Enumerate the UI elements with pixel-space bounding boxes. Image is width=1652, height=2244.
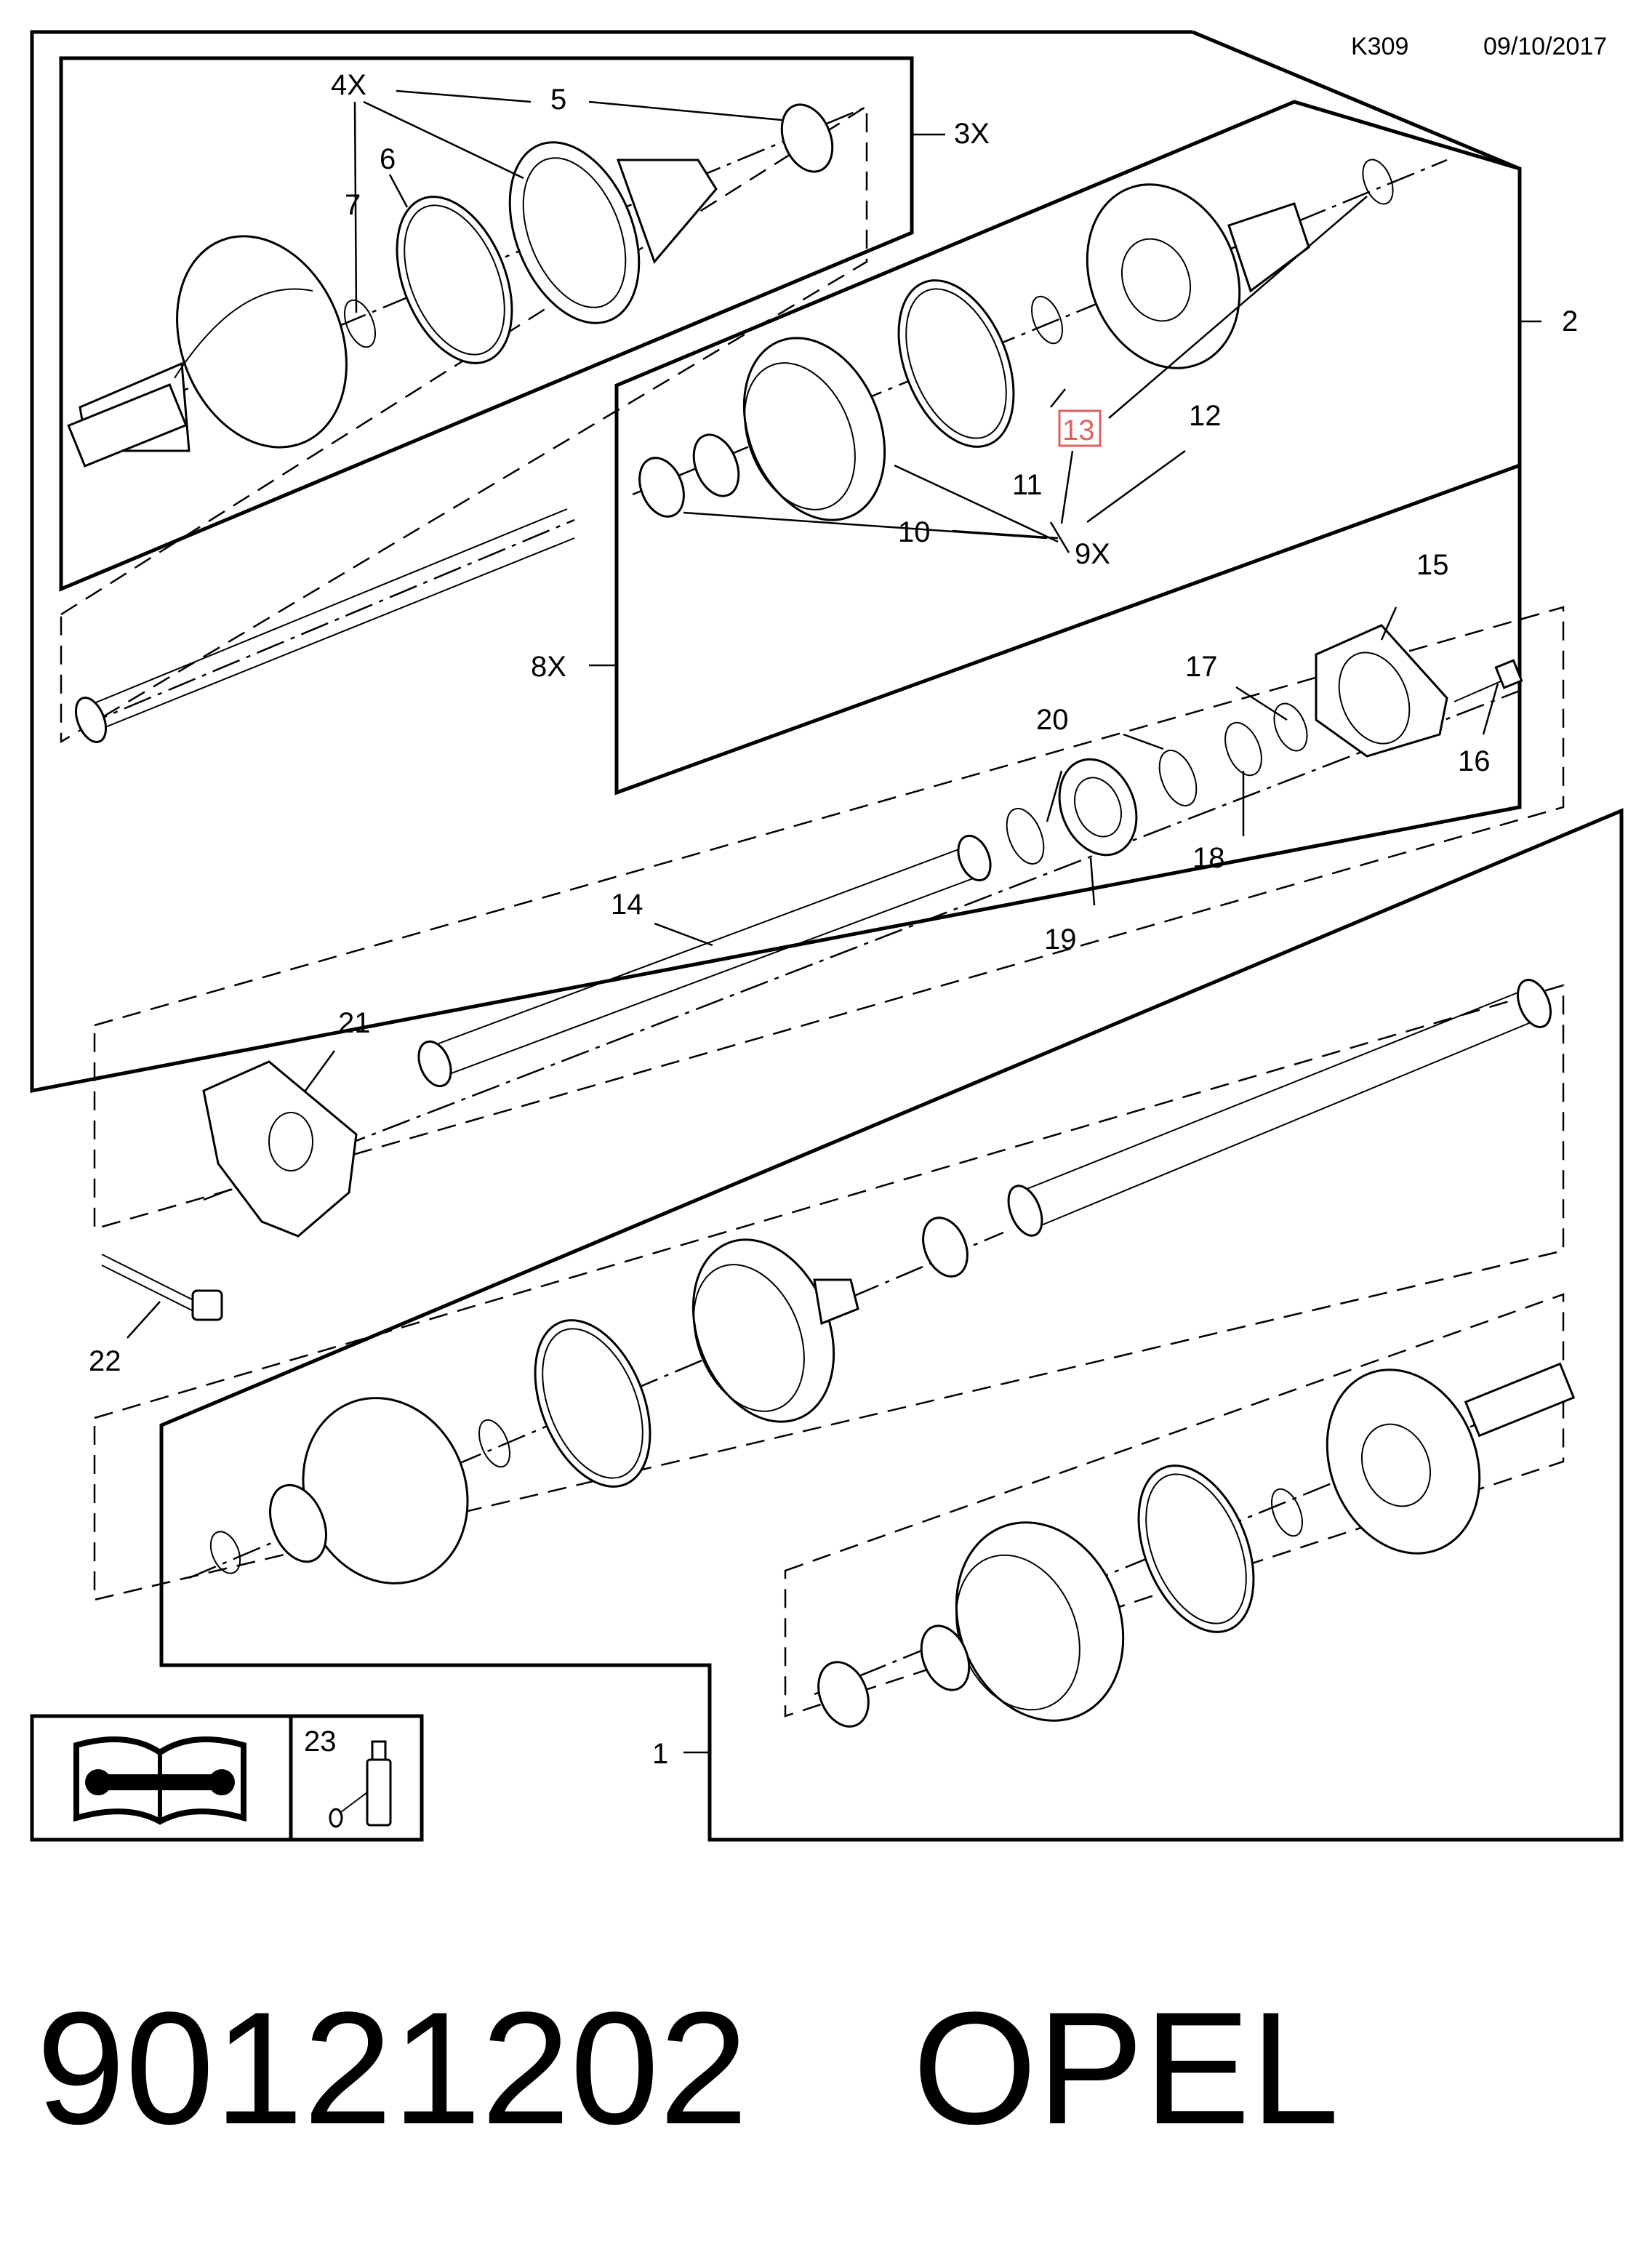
callout-13: 13	[1062, 414, 1095, 446]
callout-6: 6	[380, 143, 396, 175]
outer-cv-joint-lower	[1326, 1362, 1576, 1555]
clamp-lower-right-small	[817, 1661, 870, 1728]
circlip-lower-left	[478, 1419, 510, 1468]
inner-joint-lower	[269, 1397, 469, 1584]
kit-3x-box	[59, 56, 914, 592]
boot-8x	[692, 337, 886, 521]
clamp-6	[396, 196, 513, 364]
part-number: 90121202	[36, 1979, 748, 2157]
callout-17: 17	[1185, 651, 1218, 683]
callout-16: 16	[1458, 745, 1491, 777]
assembly-1-outline	[159, 808, 1624, 1842]
bearing-19	[1058, 758, 1138, 857]
clamp-lower-large	[534, 1319, 651, 1488]
circlip-lower-right	[1271, 1488, 1303, 1537]
callout-4x: 4X	[331, 69, 366, 101]
callout-7: 7	[345, 189, 361, 221]
callout-15: 15	[1416, 549, 1449, 581]
callout-20: 20	[1036, 704, 1069, 736]
boot-lower-left	[691, 1238, 859, 1423]
diagram-date: 09/10/2017	[1483, 33, 1607, 60]
subassembly-dashed-middle	[93, 606, 1565, 1230]
boot-upper	[508, 141, 718, 324]
callout-22: 22	[89, 1345, 121, 1377]
callout-11: 11	[1012, 469, 1043, 501]
callout-18: 18	[1192, 842, 1225, 874]
subassembly-dashed-shaft	[93, 984, 1565, 1601]
clamp-lower-small	[922, 1217, 969, 1278]
bracket-21	[202, 1060, 358, 1238]
boot-lower-right	[920, 1521, 1125, 1722]
circlip-20	[1006, 808, 1045, 865]
subassembly-dashed-upper	[60, 104, 868, 744]
shaft-lower	[1007, 979, 1552, 1237]
axis-middle	[203, 689, 1520, 1201]
highlight-callout-13	[1058, 409, 1102, 447]
callout-12: 12	[1189, 400, 1222, 432]
repair-manual-icon	[73, 1736, 246, 1825]
callout-9x: 9X	[1075, 538, 1110, 570]
circlip-13	[1031, 295, 1063, 345]
outer-cv-joint-upper	[67, 235, 348, 468]
callout-10: 10	[898, 516, 931, 548]
callout-3x: 3X	[954, 118, 990, 150]
diagram-code: K309	[1351, 33, 1408, 60]
ring-17	[1273, 702, 1308, 752]
brand-name: OPEL	[913, 1979, 1339, 2157]
bolt-16	[1453, 659, 1523, 702]
ring-18	[1224, 721, 1262, 777]
kit-8x-box	[614, 100, 1522, 796]
intermediate-shaft-upper	[74, 508, 575, 743]
bolt-22	[101, 1254, 223, 1321]
clamp-11	[897, 279, 1015, 448]
callout-8x: 8X	[531, 651, 566, 683]
leader-lines	[127, 89, 1541, 1754]
circlip-lower-end	[209, 1531, 241, 1574]
callout-19: 19	[1044, 923, 1077, 955]
inner-cv-joint-8x	[1086, 183, 1310, 369]
circlip-12	[1362, 159, 1394, 205]
callout-23: 23	[304, 1726, 337, 1758]
callout-1: 1	[652, 1738, 668, 1770]
circlip-20b	[1158, 750, 1198, 806]
callout-21: 21	[338, 1007, 371, 1039]
callout-14: 14	[611, 889, 643, 921]
lubricant-box	[289, 1714, 424, 1842]
axis-shaft-upper	[79, 518, 575, 729]
clamp-5	[780, 103, 834, 173]
subassembly-dashed-lower	[784, 1293, 1565, 1718]
clamp-10	[638, 457, 685, 518]
callout-2: 2	[1562, 305, 1578, 337]
clamp-lower-right-large	[1137, 1464, 1255, 1633]
grease-tube-icon	[329, 1740, 392, 1828]
shaft-14	[417, 834, 992, 1088]
bearing-housing-15	[1315, 624, 1448, 758]
callout-5: 5	[550, 84, 566, 116]
assembly-2-outline	[30, 30, 1522, 1094]
circlip-7	[344, 299, 376, 348]
